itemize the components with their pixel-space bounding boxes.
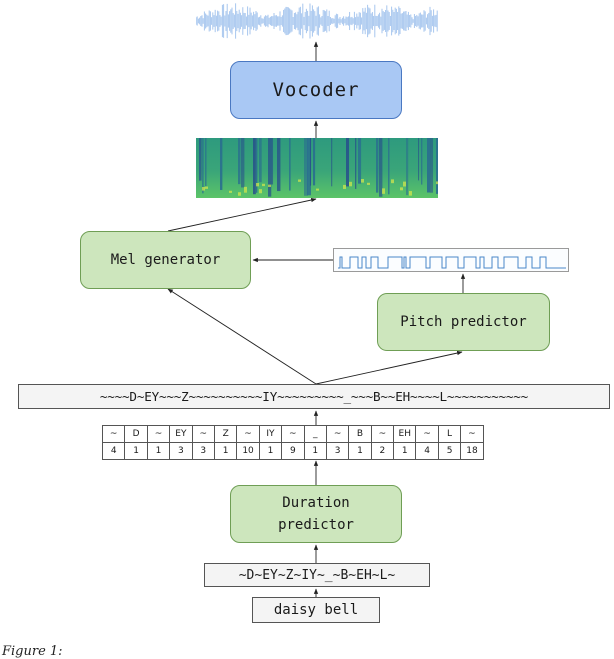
token-cell: ~ — [191, 425, 215, 443]
duration-predictor-label-line2: predictor — [278, 517, 354, 533]
duration-cell: 18 — [460, 442, 484, 460]
duration-cell: 1 — [213, 442, 238, 460]
mel-generator-box: Mel generator — [80, 231, 251, 289]
expanded-sequence-box: ~~~~D~EY~~~Z~~~~~~~~~~IY~~~~~~~~~_~~~B~~… — [18, 384, 610, 409]
audio-waveform — [196, 3, 438, 39]
token-cell: D — [124, 425, 148, 443]
duration-cell: 1 — [348, 442, 372, 460]
duration-cell: 1 — [146, 442, 171, 460]
duration-cell: 1 — [393, 442, 417, 460]
phoneme-sequence-text: ~D~EY~Z~IY~_~B~EH~L~ — [238, 567, 396, 583]
arrow-sequence-to-pitch — [315, 350, 463, 385]
pitch-contour-plot — [333, 248, 569, 272]
pitch-predictor-label: Pitch predictor — [400, 314, 527, 330]
token-cell: ~ — [325, 425, 350, 443]
duration-cell: 5 — [437, 442, 462, 460]
expanded-sequence-text: ~~~~D~EY~~~Z~~~~~~~~~~IY~~~~~~~~~_~~~B~~… — [99, 389, 529, 404]
duration-cell: 4 — [101, 442, 126, 460]
duration-cell: 3 — [169, 442, 193, 460]
duration-cell: 3 — [325, 442, 350, 460]
token-cell: IY — [258, 425, 283, 443]
duration-predictor-label-line1: Duration — [282, 495, 350, 511]
duration-cell: 1 — [258, 442, 283, 460]
input-text: daisy bell — [273, 602, 359, 618]
token-cell: L — [437, 425, 462, 443]
duration-cell: 4 — [415, 442, 439, 460]
duration-cell: 3 — [191, 442, 215, 460]
figure-caption: Figure 1: — [2, 644, 63, 659]
token-cell: B — [348, 425, 372, 443]
token-cell: _ — [303, 425, 327, 443]
duration-cell: 1 — [124, 442, 148, 460]
token-cell: EH — [393, 425, 417, 443]
token-cell: ~ — [370, 425, 395, 443]
arrow-melgen-to-spec — [167, 197, 317, 232]
mel-spectrogram — [196, 138, 438, 198]
arrow-sequence-to-melgen — [167, 288, 317, 385]
token-row: ~D~EY~Z~IY~_~B~EH~L~ — [101, 425, 484, 443]
duration-cell: 10 — [236, 442, 260, 460]
duration-cell: 1 — [303, 442, 327, 460]
token-cell: ~ — [415, 425, 439, 443]
vocoder-box: Vocoder — [230, 61, 402, 119]
input-text-box: daisy bell — [252, 597, 380, 623]
token-cell: ~ — [101, 425, 126, 443]
duration-predictor-box: Duration predictor — [230, 485, 402, 543]
pitch-contour-line — [338, 256, 566, 269]
pitch-predictor-box: Pitch predictor — [377, 293, 550, 351]
vocoder-label: Vocoder — [272, 79, 360, 101]
token-cell: ~ — [236, 425, 260, 443]
token-cell: ~ — [281, 425, 305, 443]
token-cell: Z — [213, 425, 238, 443]
token-cell: ~ — [146, 425, 171, 443]
duration-cell: 2 — [370, 442, 395, 460]
token-cell: EY — [169, 425, 193, 443]
mel-generator-label: Mel generator — [110, 252, 221, 268]
phoneme-sequence-box: ~D~EY~Z~IY~_~B~EH~L~ — [204, 563, 430, 587]
token-cell: ~ — [460, 425, 484, 443]
duration-cell: 9 — [281, 442, 305, 460]
